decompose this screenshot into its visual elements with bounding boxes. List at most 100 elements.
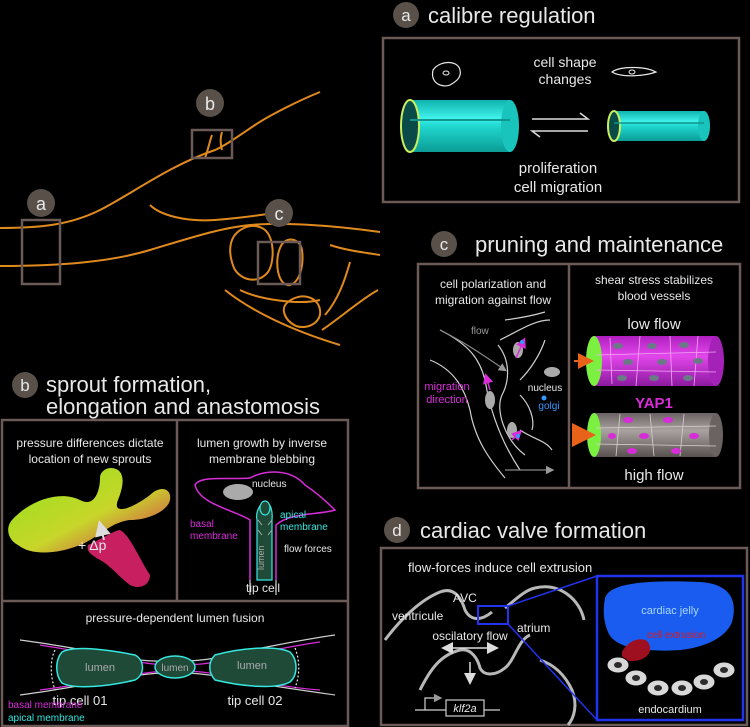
panel-a-title: calibre regulation [428,3,596,28]
overview-box-c [256,240,302,286]
panel-a-frame [381,36,741,204]
overview-badge-c [265,199,293,227]
apical-label-2: membrane [280,522,328,533]
panel-c-frame [416,262,742,490]
cell-shape-label-2: changes [539,71,592,87]
legend-golgi-label: golgi [538,401,559,412]
high-flow-vessel [587,413,723,457]
panel-b-frame [0,418,350,727]
endocardium-label: endocardium [638,704,702,716]
lumen-fusion-title: pressure-dependent lumen fusion [86,611,265,625]
golgi-dot-bottom [516,434,520,438]
panel-d-subtitle: flow-forces induce cell extrusion [408,560,592,575]
panel-d-frame [379,546,749,727]
migration-label-1: migration [424,381,469,393]
pressure-title-1: pressure differences dictate [16,436,164,450]
overview-badge-c-label: c [275,204,284,224]
panel-a-badge-label: a [401,6,411,25]
shear-title-2: blood vessels [618,289,691,303]
ventricule-label: ventricule [392,609,444,623]
process-label-2: cell migration [514,179,602,196]
overview-box-b [190,128,234,160]
panel-c-badge [431,231,457,257]
migration-arrow-mid [483,373,494,391]
flow-arrow-top [439,329,507,372]
lumen-fusion-diagram [19,634,336,696]
overview-badge-a [27,189,55,217]
panel-b-title-1: sprout formation, [46,372,211,397]
tip-cell-label: tip cell [246,581,280,595]
panel-c-title: pruning and maintenance [475,232,723,257]
tip-nucleus-label: nucleus [252,479,286,490]
elongated-cell-shape [610,66,658,77]
cardiac-jelly-region [603,581,734,651]
overview-box-a [20,218,62,286]
golgi-dot-top [520,340,524,344]
gene-label: klf2a [453,703,476,715]
panel-c-badge-label: c [440,235,449,254]
migration-label-2: direction [426,394,468,406]
round-cell-nucleus [442,70,450,76]
pressure-title-2: location of new sprouts [29,452,152,466]
cardiac-jelly-label: cardiac jelly [641,605,699,617]
sprout-shape [8,467,171,587]
round-cell-shape [431,61,461,87]
legend-nucleus-icon [544,367,560,377]
vessel-network-overview [0,91,381,346]
avc-label: AVC [453,591,477,605]
heart-tube-diagram [383,585,586,726]
zoom-line-top [507,575,598,607]
basal-label-1: basal [190,519,214,530]
low-flow-vessel [586,335,724,387]
cell-shape-label-1: cell shape [533,54,596,70]
zoom-line-bottom [507,623,598,721]
overview-badge-b [196,89,224,117]
tip-cell-02-label: tip cell 02 [228,693,283,708]
panel-d-badge [384,517,410,543]
high-flow-label: high flow [624,467,683,484]
lumen-growth-title-2: membrane blebbing [209,452,315,466]
lumen-growth-title-1: lumen growth by inverse [197,436,327,450]
zoom-source-box [477,605,509,625]
delta-p-arrow [95,520,111,541]
polarization-title-1: cell polarization and [440,277,546,291]
gene-icon [415,693,500,717]
cell-extrusion-label: cell extrusion [647,630,705,641]
panel-b-badge-label: b [20,376,29,395]
panel-a-badge [393,2,419,28]
cell-nucleus-mid [485,391,495,409]
elongated-cell-nucleus [628,69,636,75]
basal-label-2: membrane [190,531,238,542]
panel-b-title-2: elongation and anastomosis [46,394,320,419]
panel-d-title: cardiac valve formation [420,518,646,543]
flow-label: flow [471,326,490,337]
tip-lumen-label: lumen [256,545,266,570]
legend-golgi-icon [541,395,547,401]
narrow-vessel-cylinder [607,110,710,142]
wide-vessel-cylinder [400,99,519,153]
tip-cell-diagram [194,471,337,595]
delta-p-label: + Δp [78,537,107,553]
extruding-cell [621,639,651,662]
panel-b-badge [12,372,38,398]
shear-title-1: shear stress stabilizes [595,273,713,287]
fusion-lumen-center: lumen [161,663,188,674]
low-flow-label: low flow [627,316,681,333]
overview-badge-a-label: a [36,194,47,214]
legend-apical-membrane: apical membrane [8,713,85,724]
apical-label-1: apical [280,510,306,521]
process-label-1: proliferation [519,160,597,177]
fusion-lumen-right: lumen [237,660,267,672]
yap1-label: YAP1 [635,395,673,412]
panel-d-badge-label: d [392,521,401,540]
equilibrium-arrows-icon [529,112,591,138]
legend-basal-membrane: basal membrane [8,700,83,711]
polarization-title-2: migration against flow [435,293,551,307]
atrium-label: atrium [517,621,550,635]
overview-badge-b-label: b [205,94,215,114]
legend-nucleus-label: nucleus [528,383,562,394]
oscillatory-flow-label: oscilatory flow [432,629,508,643]
flow-forces-label: flow forces [284,544,332,555]
tip-cell-01-label: tip cell 01 [53,693,108,708]
